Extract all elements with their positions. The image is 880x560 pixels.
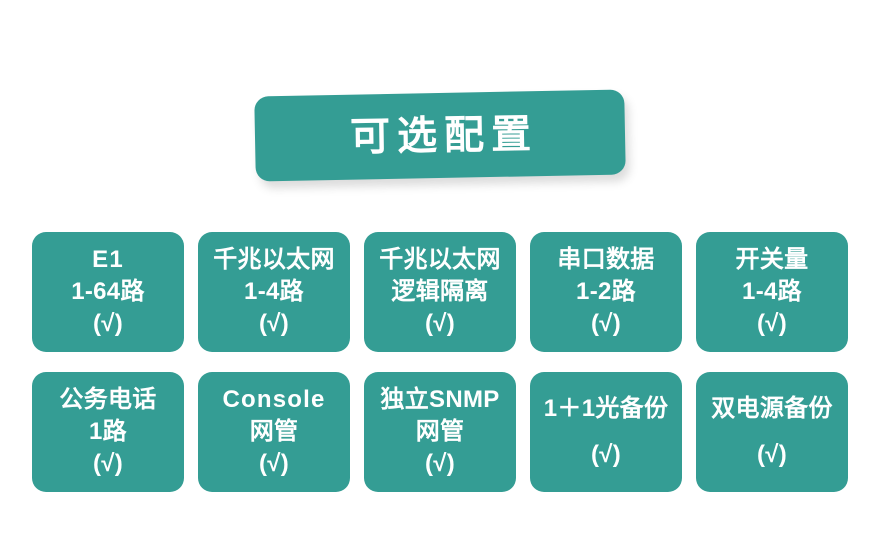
feature-card-line: Console	[222, 386, 326, 413]
check-mark-icon: (√)	[590, 310, 622, 337]
check-mark-icon: (√)	[258, 450, 290, 477]
feature-card[interactable]: 千兆以太网 1-4路 (√)	[198, 232, 350, 352]
check-mark-icon: (√)	[590, 441, 622, 468]
feature-card[interactable]: 开关量 1-4路 (√)	[696, 232, 848, 352]
feature-card-line: 千兆以太网	[213, 246, 335, 273]
check-mark-icon: (√)	[756, 310, 788, 337]
check-mark-icon: (√)	[756, 441, 788, 468]
feature-card-line: 1-4路	[742, 278, 802, 305]
feature-card[interactable]: 串口数据 1-2路 (√)	[530, 232, 682, 352]
feature-card-line: 公务电话	[59, 386, 157, 413]
feature-card-line: 网管	[249, 418, 299, 445]
check-mark-icon: (√)	[258, 310, 290, 337]
header-banner: 可选配置	[254, 85, 626, 182]
banner-plate: 可选配置	[254, 89, 626, 182]
check-mark-icon: (√)	[424, 310, 456, 337]
feature-card-line: 1＋1光备份	[543, 395, 669, 422]
page-title: 可选配置	[349, 112, 538, 159]
feature-card[interactable]: Console 网管 (√)	[198, 372, 350, 492]
feature-card[interactable]: 千兆以太网逻辑隔离 (√)	[364, 232, 516, 352]
feature-card[interactable]: 公务电话 1路 (√)	[32, 372, 184, 492]
feature-card-line: 1-2路	[576, 278, 636, 305]
feature-card-line: 千兆以太网	[379, 246, 501, 273]
feature-card[interactable]: 双电源备份 (√)	[696, 372, 848, 492]
feature-card-line: 独立SNMP	[380, 386, 500, 413]
feature-card-grid: E1 1-64路 (√) 千兆以太网 1-4路 (√) 千兆以太网逻辑隔离 (√) 串口数据 1-…	[32, 232, 848, 492]
feature-card-line: 开关量	[735, 246, 809, 273]
feature-card-line: 串口数据	[557, 246, 655, 273]
check-mark-icon: (√)	[92, 310, 124, 337]
feature-card-line: 逻辑隔离	[391, 278, 489, 305]
feature-card[interactable]: E1 1-64路 (√)	[32, 232, 184, 352]
card-row-2: 公务电话 1路 (√) Console 网管 (√) 独立SNMP 网管 (√) 1＋1光备份 (√…	[32, 372, 848, 492]
feature-card[interactable]: 独立SNMP 网管 (√)	[364, 372, 516, 492]
feature-card-line: 网管	[415, 418, 465, 445]
feature-card-line: E1	[92, 246, 124, 273]
feature-card-line: 双电源备份	[711, 395, 833, 422]
check-mark-icon: (√)	[92, 450, 124, 477]
card-row-1: E1 1-64路 (√) 千兆以太网 1-4路 (√) 千兆以太网逻辑隔离 (√) 串口数据 1-…	[32, 232, 848, 352]
check-mark-icon: (√)	[424, 450, 456, 477]
feature-card[interactable]: 1＋1光备份 (√)	[530, 372, 682, 492]
feature-card-line: 1-4路	[244, 278, 304, 305]
feature-card-line: 1-64路	[71, 278, 145, 305]
feature-card-line: 1路	[89, 418, 127, 445]
